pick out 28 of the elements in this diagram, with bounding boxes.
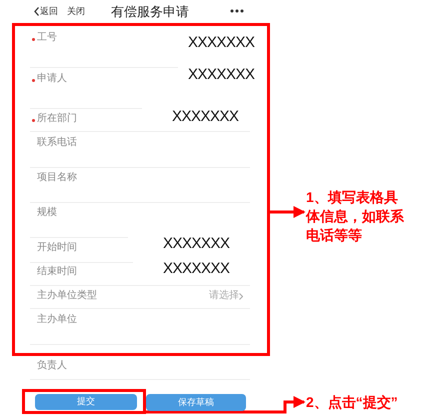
field-label: 申请人 xyxy=(37,73,67,86)
field-label: 开始时间 xyxy=(37,242,77,254)
select-hint: 请选择 xyxy=(209,290,239,302)
field-label: 所在部门 xyxy=(37,113,77,126)
placeholder-value: XXXXXXX xyxy=(163,260,230,279)
field-label: 结束时间 xyxy=(37,266,77,278)
placeholder-value: XXXXXXX xyxy=(163,235,230,254)
back-link: 返回 xyxy=(40,6,58,18)
field-label: 主办单位 xyxy=(37,314,77,326)
highlight-frame xyxy=(12,23,270,356)
annotation-text: 2、点击“提交” xyxy=(306,393,416,411)
arrow xyxy=(146,396,306,414)
field-label: 项目名称 xyxy=(37,172,77,184)
highlight-frame xyxy=(22,389,146,414)
submit-button: 提交 xyxy=(35,394,137,410)
page-title: 有偿服务申请 xyxy=(111,4,189,20)
field-label: 主办单位类型 xyxy=(37,290,97,302)
close-link: 关闭 xyxy=(67,6,85,18)
arrow xyxy=(270,206,306,218)
field-label: 联系电话 xyxy=(37,137,77,150)
field-label: 负责人 xyxy=(37,360,67,372)
placeholder-value: XXXXXXX xyxy=(188,66,255,85)
field-label: 规模 xyxy=(37,207,57,220)
save-draft-button: 保存草稿 xyxy=(146,394,246,411)
annotation-text: 1、填写表格具体信息，如联系电话等等 xyxy=(306,188,406,244)
placeholder-value: XXXXXXX xyxy=(172,108,239,127)
placeholder-value: XXXXXXX xyxy=(188,34,255,53)
field-label: 工号 xyxy=(37,32,57,44)
